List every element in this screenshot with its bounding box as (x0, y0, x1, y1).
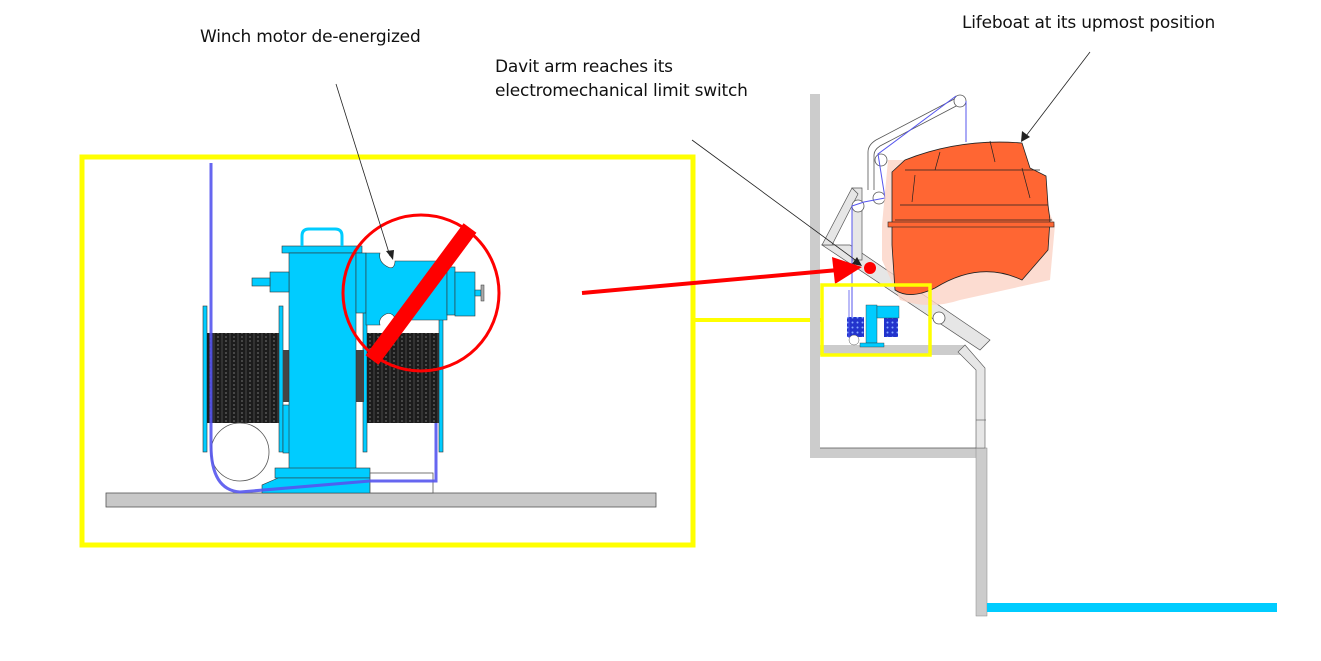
davit-arm-label-line2: electromechanical limit switch (495, 81, 748, 101)
right-shaft (356, 350, 364, 402)
prohibition-sign-icon (341, 213, 501, 373)
left-shaft (283, 350, 291, 402)
winch-mini-icon (847, 290, 900, 348)
davit-deck (820, 345, 965, 355)
column-side-boss (269, 271, 290, 293)
wire-cable (209, 163, 438, 494)
right-drum-flange-outer (438, 305, 444, 453)
lifeboat-label: Lifeboat at its upmost position (962, 13, 1216, 33)
sheave-roller (210, 422, 270, 482)
left-drum-flange-inner (278, 305, 284, 453)
limit-switch-leader-line (691, 139, 859, 263)
winch-motor (355, 252, 485, 326)
column-side-shaft (251, 277, 271, 287)
left-drum-flange-outer (202, 305, 208, 453)
limit-switch-arrowhead-icon (852, 257, 862, 266)
winch-motor-label: Winch motor de-energized (200, 27, 421, 47)
davit-rail-curve (957, 344, 986, 449)
winch-lifting-handle (300, 227, 344, 246)
winch-motor-arrowhead-icon (386, 250, 394, 260)
hull-deck-edge (810, 448, 986, 458)
winch-column (288, 252, 357, 472)
left-cable-drum (207, 333, 279, 423)
winch-column-cap (281, 245, 363, 254)
hull-lower-wall (975, 447, 988, 617)
lifeboat-arrowhead-icon (1021, 131, 1030, 142)
davit-arm-label-line1: Davit arm reaches its (495, 57, 673, 77)
base-plate (105, 492, 657, 508)
highlight-arrow (581, 268, 839, 295)
column-foot (274, 467, 371, 479)
footplate-box (369, 472, 434, 494)
lifeboat-icon (887, 140, 1055, 295)
highlight-arrowhead-icon (832, 257, 862, 284)
davit-fall-wire (851, 95, 967, 330)
winch-detail-panel (79, 83, 822, 548)
winch-location-frame (820, 283, 932, 357)
lifeboat-leader-line (1025, 51, 1091, 137)
water-surface (987, 603, 1277, 612)
winch-motor-leader-line (335, 83, 391, 257)
ship-overview (581, 51, 1277, 617)
limit-switch-indicator (864, 262, 876, 274)
